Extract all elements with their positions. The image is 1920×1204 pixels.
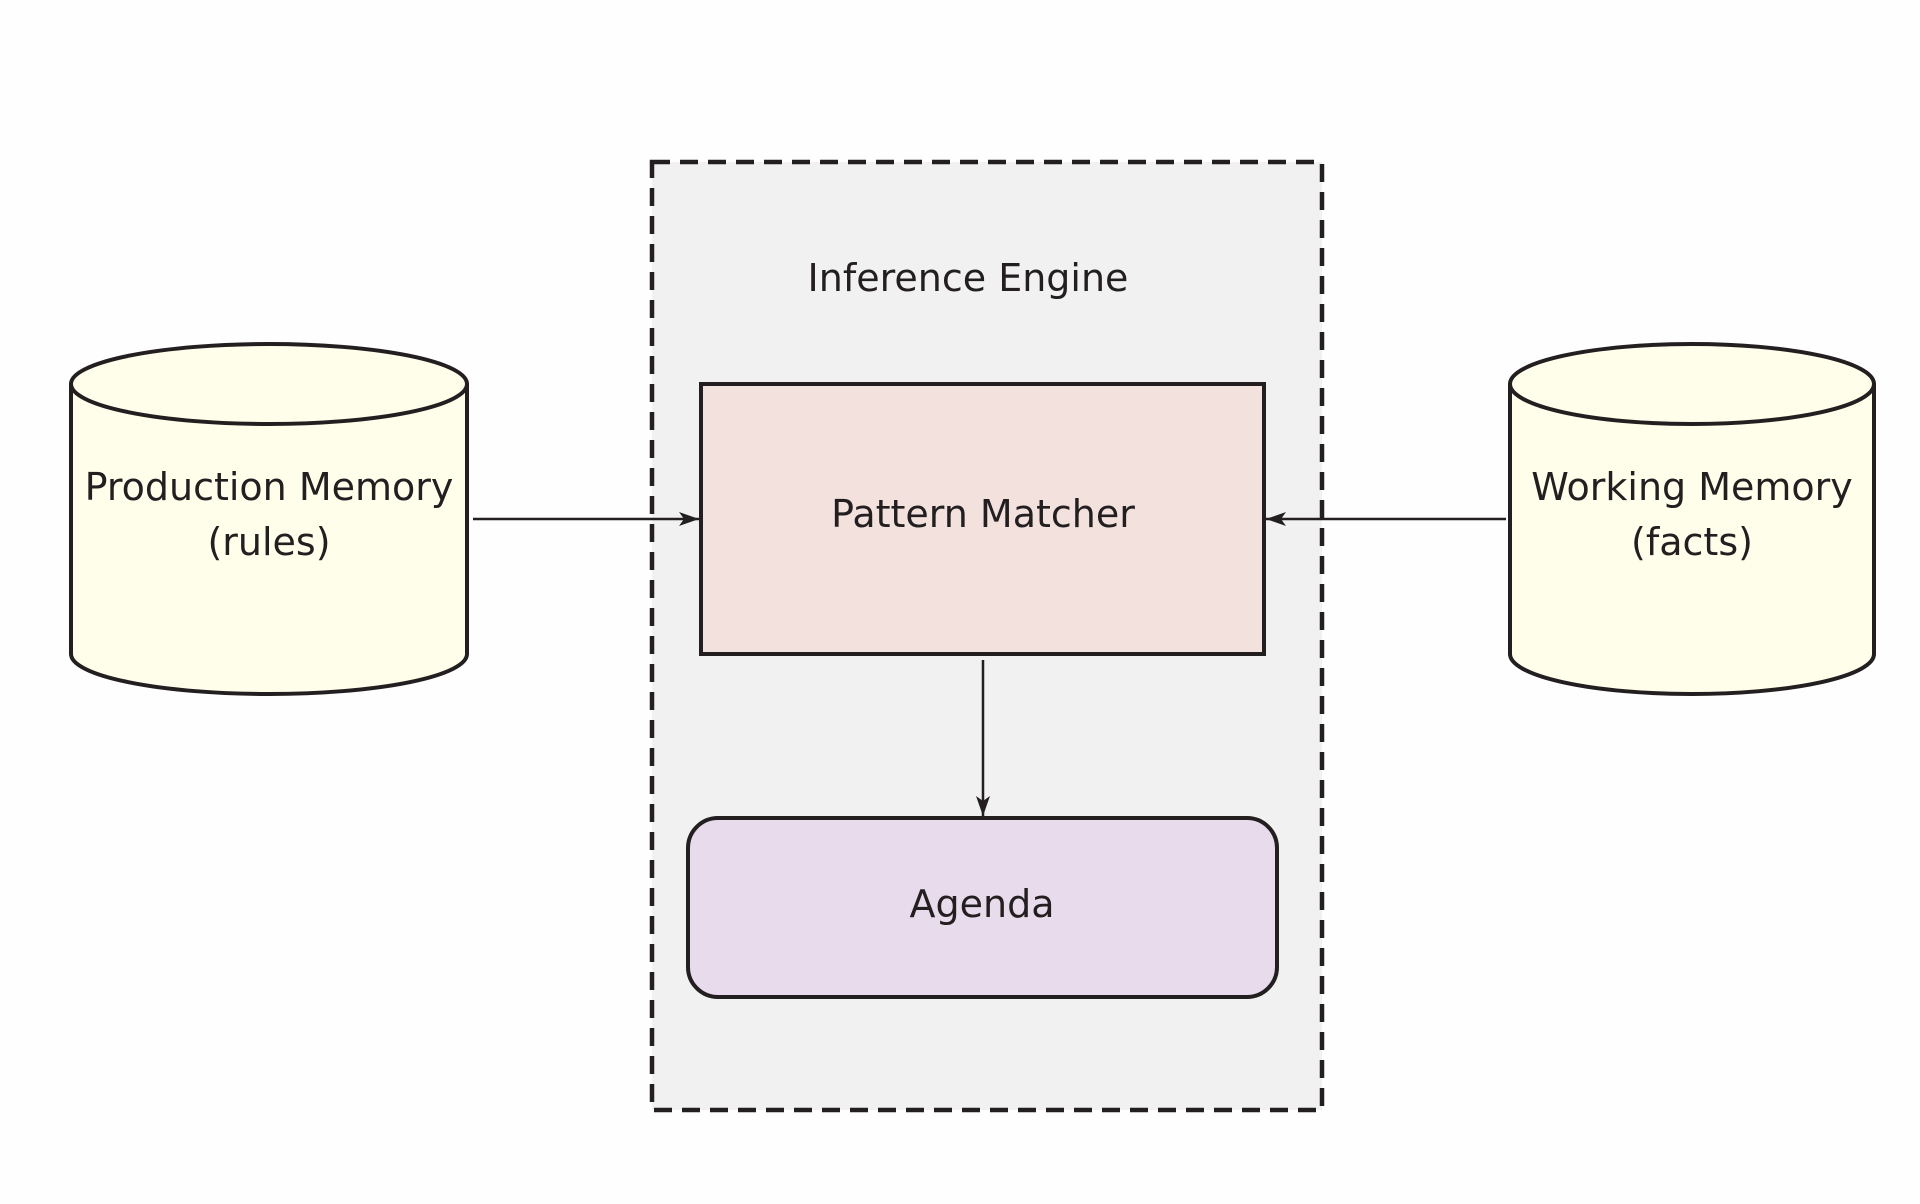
production-memory-label: Production Memory [85,465,454,509]
working-memory-database: Working Memory (facts) [1508,342,1876,696]
agenda-label: Agenda [910,882,1055,926]
production-memory-cylinder-body [69,384,469,696]
agenda-node: Agenda [686,816,1279,999]
working-memory-sublabel: (facts) [1631,520,1753,564]
pattern-matcher-label: Pattern Matcher [831,492,1135,536]
production-memory-cylinder-top [69,342,469,426]
agenda-box [686,816,1279,999]
pattern-matcher-box [699,382,1266,656]
pattern-matcher-node: Pattern Matcher [699,382,1266,656]
inference-engine-label: Inference Engine [808,256,1129,300]
working-memory-cylinder-body [1508,384,1876,696]
working-memory-label: Working Memory [1531,465,1853,509]
working-memory-cylinder-top [1508,342,1876,426]
production-memory-sublabel: (rules) [207,520,330,564]
production-memory-database: Production Memory (rules) [69,342,469,696]
